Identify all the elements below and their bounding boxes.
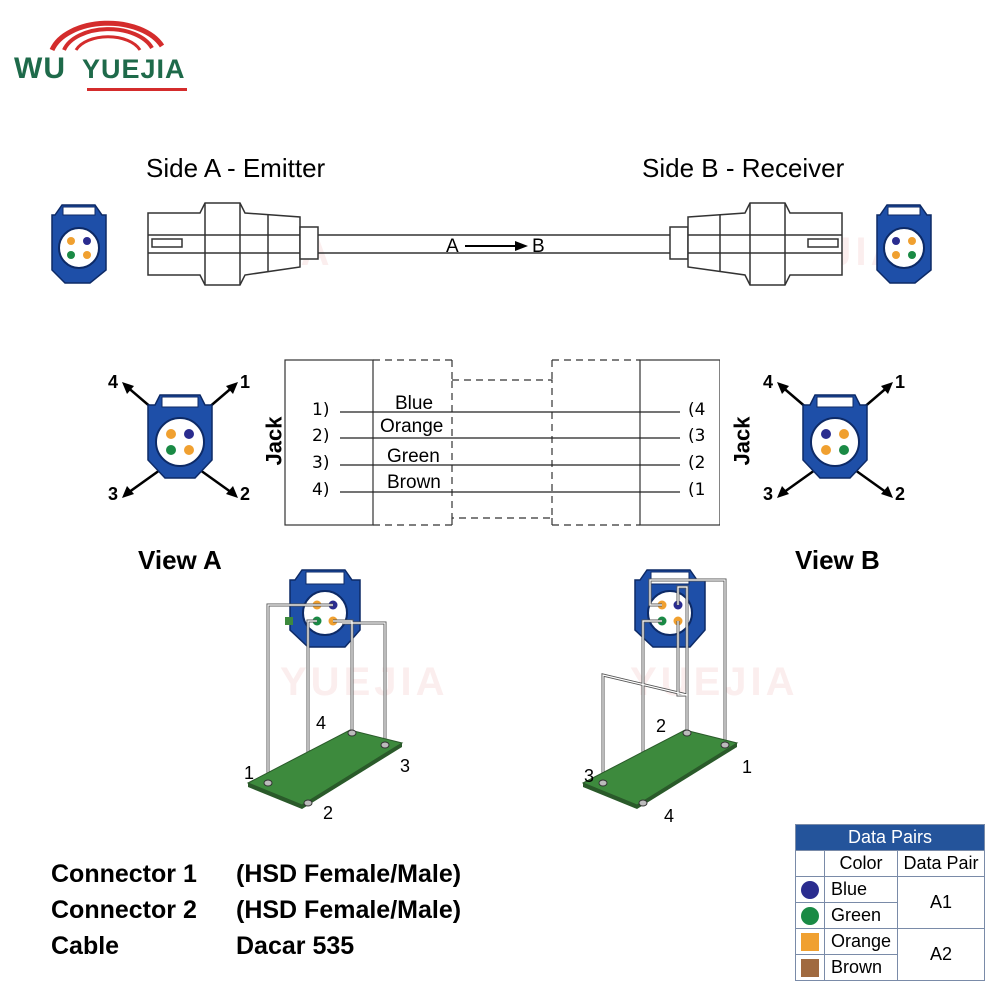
pinout-b-label-1: 1 bbox=[895, 372, 906, 392]
spec-connector-2-name: Connector 2 bbox=[51, 896, 197, 924]
cable-line bbox=[318, 234, 670, 254]
cable-direction-from: A bbox=[446, 236, 459, 257]
right-pin-1: (1 bbox=[688, 480, 706, 500]
view-b-title: View B bbox=[795, 545, 880, 575]
view-b-pcb-1: 1 bbox=[742, 757, 753, 777]
side-b-title: Side B - Receiver bbox=[642, 153, 845, 183]
color-brown: Brown bbox=[824, 954, 898, 981]
green-swatch-icon bbox=[801, 907, 819, 926]
pinout-a-label-4: 4 bbox=[108, 372, 119, 392]
view-a-pcb-1: 1 bbox=[244, 763, 255, 783]
left-pin-4: 4) bbox=[312, 480, 330, 500]
pinout-b-label-4: 4 bbox=[763, 372, 774, 392]
spec-connector-2-value: (HSD Female/Male) bbox=[236, 896, 462, 924]
wire-label-blue: Blue bbox=[395, 393, 434, 414]
jack-label-left: Jack bbox=[261, 416, 287, 466]
brown-swatch-icon bbox=[801, 959, 819, 978]
left-pin-1: 1) bbox=[312, 400, 330, 420]
logo-text: YUEJIA bbox=[82, 54, 186, 84]
left-pin-2: 2) bbox=[312, 426, 330, 446]
cable-direction-to: B bbox=[532, 236, 545, 257]
pinout-a-label-1: 1 bbox=[240, 372, 251, 392]
view-b-pcb-4: 4 bbox=[664, 806, 675, 826]
data-pairs-table: Data Pairs Color Data Pair Blue A1 Green… bbox=[795, 824, 985, 981]
blue-swatch-cell bbox=[795, 876, 825, 903]
jack-label-right: Jack bbox=[729, 416, 755, 466]
view-a-pcb-2: 2 bbox=[323, 803, 334, 823]
plug-body-a bbox=[147, 202, 319, 286]
blue-swatch-icon bbox=[801, 881, 819, 900]
pair-a1: A1 bbox=[897, 876, 985, 929]
color-blue: Blue bbox=[824, 876, 898, 903]
header-blank-cell bbox=[795, 850, 825, 877]
data-pairs-title: Data Pairs bbox=[795, 824, 985, 851]
pair-column-header: Data Pair bbox=[897, 850, 985, 877]
color-column-header: Color bbox=[824, 850, 898, 877]
right-pin-2: (2 bbox=[688, 453, 706, 473]
view-a-pcb-4: 4 bbox=[316, 713, 327, 733]
pinout-a-diagram bbox=[122, 382, 238, 498]
right-pin-3: (3 bbox=[688, 426, 706, 446]
wire-label-green: Green bbox=[387, 446, 440, 467]
pinout-b-label-2: 2 bbox=[895, 484, 906, 504]
color-green: Green bbox=[824, 902, 898, 929]
connector-face-a bbox=[51, 204, 107, 284]
spec-cable-name: Cable bbox=[51, 932, 120, 960]
right-pin-4: (4 bbox=[688, 400, 706, 420]
logo-arc-icon bbox=[49, 20, 187, 91]
pinout-b-diagram bbox=[777, 382, 893, 498]
orange-swatch-icon bbox=[801, 933, 819, 952]
view-b-pcb-2: 2 bbox=[656, 716, 667, 736]
brand-logo: WU YUEJIA bbox=[12, 8, 197, 93]
left-pin-3: 3) bbox=[312, 453, 330, 473]
pinout-b-label-3: 3 bbox=[763, 484, 774, 504]
wire-label-brown: Brown bbox=[387, 472, 441, 493]
side-a-title: Side A - Emitter bbox=[146, 153, 326, 183]
orange-swatch-cell bbox=[795, 928, 825, 955]
view-b-pcb-3: 3 bbox=[584, 766, 595, 786]
pinout-a-label-2: 2 bbox=[240, 484, 251, 504]
view-a-pcb-diagram bbox=[246, 569, 404, 809]
plug-body-b bbox=[669, 202, 843, 286]
green-swatch-cell bbox=[795, 902, 825, 929]
pinout-a-label-3: 3 bbox=[108, 484, 119, 504]
pair-a2: A2 bbox=[897, 928, 985, 981]
watermark-4: YUEJIA bbox=[630, 660, 799, 704]
color-orange: Orange bbox=[824, 928, 898, 955]
brown-swatch-cell bbox=[795, 954, 825, 981]
spec-connector-1-name: Connector 1 bbox=[51, 860, 197, 888]
view-a-pcb-3: 3 bbox=[400, 756, 411, 776]
wiring-schematic bbox=[284, 359, 720, 526]
view-b-pcb-diagram bbox=[581, 569, 739, 809]
view-a-title: View A bbox=[138, 545, 222, 575]
cable-assembly bbox=[51, 202, 932, 286]
logo-mark: WU bbox=[14, 52, 66, 85]
spec-cable-value: Dacar 535 bbox=[236, 932, 355, 960]
wire-label-orange: Orange bbox=[380, 416, 444, 437]
spec-connector-1-value: (HSD Female/Male) bbox=[236, 860, 462, 888]
connector-face-b bbox=[876, 204, 932, 284]
